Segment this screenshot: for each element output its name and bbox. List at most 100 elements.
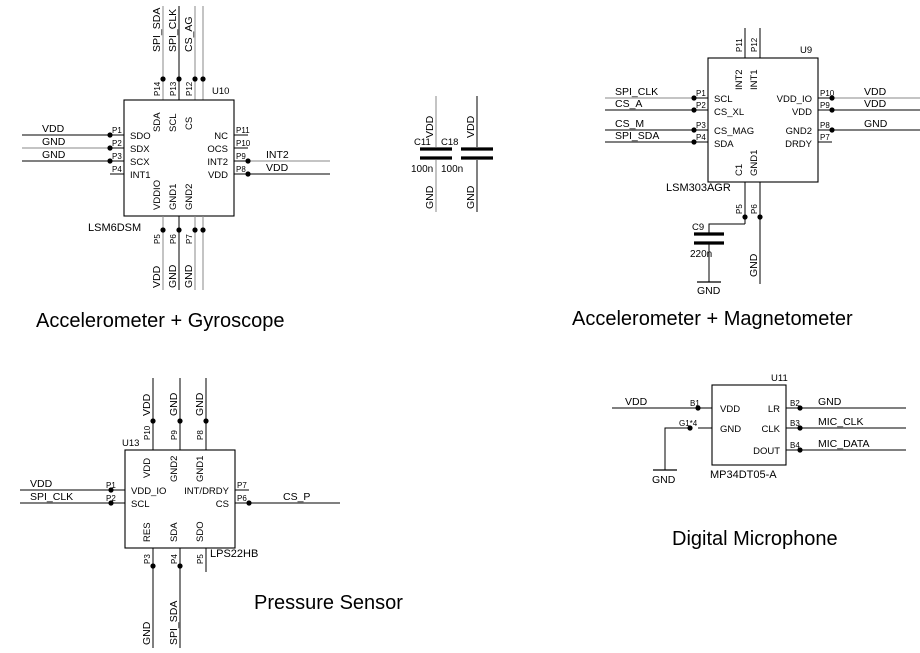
junction-dot: [108, 500, 114, 506]
junction-dot: [742, 214, 748, 220]
pin-name-u13-gnd1: GND1: [195, 456, 206, 482]
junction-dot: [200, 227, 206, 233]
net-label-u10-p2: GND: [42, 136, 66, 148]
pin-name-u9-int2: INT2: [734, 69, 745, 90]
net-label-u10-p14: SPI_SDA: [151, 8, 163, 52]
pin-num-u9-p10: P10: [820, 89, 835, 98]
pin-num-u11-b1: B1: [690, 399, 700, 408]
net-label-u13-p8: GND: [194, 392, 206, 416]
ground-label-c9: GND: [697, 285, 721, 297]
pin-name-u9-gnd2: GND2: [786, 126, 812, 137]
junction-dot: [245, 158, 251, 164]
net-label-u10-p1: VDD: [42, 123, 65, 135]
net-label-u10-p3: GND: [42, 149, 66, 161]
capacitor-c11: VDD GND C11 100n: [411, 96, 452, 212]
junction-dot: [107, 158, 113, 164]
pin-name-u11-dout: DOUT: [753, 446, 780, 457]
pin-name-u9-sda: SDA: [714, 139, 734, 150]
component-u11: U11 MP34DT05-A VDD B1 G1*4 VDD GND GND: [612, 373, 906, 486]
pin-num-u13-p7: P7: [237, 481, 247, 490]
component-u13: P10 P9 P8 VDD GND GND U13 LPS22HB VDD GN…: [20, 378, 340, 648]
net-label-u11-b1: VDD: [625, 396, 648, 408]
junction-dot: [829, 127, 835, 133]
pin-name-u10-vddio: VDDIO: [152, 180, 163, 210]
junction-dot: [150, 563, 156, 569]
junction-dot: [160, 227, 166, 233]
net-label-u13-p4: SPI_SDA: [168, 601, 180, 645]
refdes-c9: C9: [692, 222, 704, 233]
junction-dot: [108, 487, 114, 493]
pin-name-u10-ocs: OCS: [207, 144, 228, 155]
pin-name-u10-scl: SCL: [168, 114, 179, 132]
pin-name-u13-res: RES: [142, 522, 153, 542]
net-label-u10-p8: VDD: [266, 162, 289, 174]
refdes-c18: C18: [441, 137, 458, 148]
pin-num-u9-p7: P7: [820, 133, 830, 142]
junction-dot: [203, 418, 209, 424]
pin-name-u13-sda: SDA: [169, 522, 180, 542]
pin-name-u9-scl: SCL: [714, 94, 732, 105]
net-label-c18-bottom: GND: [465, 185, 477, 209]
pin-name-u9-gnd1: GND1: [749, 150, 760, 176]
pin-num-u9-p2: P2: [696, 101, 706, 110]
junction-dot: [200, 76, 206, 82]
pin-name-u9-c1: C1: [734, 164, 745, 176]
section-title-accel-mag: Accelerometer + Magnetometer: [572, 308, 853, 330]
pin-name-u9-drdy: DRDY: [785, 139, 813, 150]
net-label-c18-top: VDD: [465, 115, 477, 138]
net-label-u13-p9: GND: [168, 392, 180, 416]
pin-name-u10-sdo: SDO: [130, 131, 151, 142]
pin-name-u10-sda: SDA: [152, 112, 163, 132]
net-label-u10-p5: VDD: [151, 265, 163, 288]
junction-dot: [691, 107, 697, 113]
net-label-u10-p9: INT2: [266, 149, 289, 161]
pin-num-u10-p10: P10: [236, 139, 251, 148]
junction-dot: [160, 76, 166, 82]
pin-name-u13-intdrdy: INT/DRDY: [184, 486, 230, 497]
pin-num-u9-p1: P1: [696, 89, 706, 98]
refdes-u10: U10: [212, 86, 229, 97]
refdes-u9: U9: [800, 45, 812, 56]
pin-name-u13-cs: CS: [216, 499, 229, 510]
pin-num-u10-p5: P5: [153, 234, 162, 244]
pin-name-u10-vdd: VDD: [208, 170, 228, 181]
section-title-microphone: Digital Microphone: [672, 528, 838, 550]
junction-dot: [829, 107, 835, 113]
ground-label-mic: GND: [652, 474, 676, 486]
net-label-u9-p9: VDD: [864, 98, 887, 110]
net-label-u11-b3: MIC_CLK: [818, 416, 864, 428]
pin-name-u10-scx: SCX: [130, 157, 150, 168]
pin-num-u13-p3: P3: [143, 554, 152, 564]
junction-dot: [829, 95, 835, 101]
junction-dot: [691, 139, 697, 145]
junction-dot: [797, 425, 803, 431]
pin-name-u11-lr: LR: [768, 404, 780, 415]
pin-name-u13-gnd2: GND2: [169, 456, 180, 482]
junction-dot: [176, 227, 182, 233]
net-label-u9-p10: VDD: [864, 86, 887, 98]
net-label-u10-p6: GND: [167, 264, 179, 288]
partname-u10: LSM6DSM: [88, 222, 141, 234]
pin-name-u11-clk: CLK: [762, 424, 781, 435]
junction-dot: [757, 214, 763, 220]
pin-num-u9-p3: P3: [696, 121, 706, 130]
partname-u9: LSM303AGR: [666, 182, 731, 194]
pin-num-u10-p11: P11: [236, 126, 250, 135]
junction-dot: [107, 132, 113, 138]
pin-num-u13-p5: P5: [196, 554, 205, 564]
pin-num-u13-p4: P4: [170, 554, 179, 564]
value-c11: 100n: [411, 164, 433, 175]
junction-dot: [192, 227, 198, 233]
pin-name-u11-gnd: GND: [720, 424, 741, 435]
pin-name-u13-sdo: SDO: [195, 521, 206, 542]
partname-u11: MP34DT05-A: [710, 469, 777, 481]
pin-name-u13-scl: SCL: [131, 499, 149, 510]
section-title-accel-gyro: Accelerometer + Gyroscope: [36, 310, 285, 332]
pin-num-u13-p8: P8: [196, 430, 205, 440]
component-u10: SPI_SDA SPI_CLK CS_AG P14 P13 P12 U10 LS…: [22, 6, 330, 290]
pin-num-u10-p6: P6: [169, 234, 178, 244]
pin-num-u11-g1: G1*4: [679, 419, 698, 428]
pin-num-u9-p4: P4: [696, 133, 706, 142]
pin-num-u9-p8: P8: [820, 121, 830, 130]
refdes-c11: C11: [414, 137, 431, 148]
